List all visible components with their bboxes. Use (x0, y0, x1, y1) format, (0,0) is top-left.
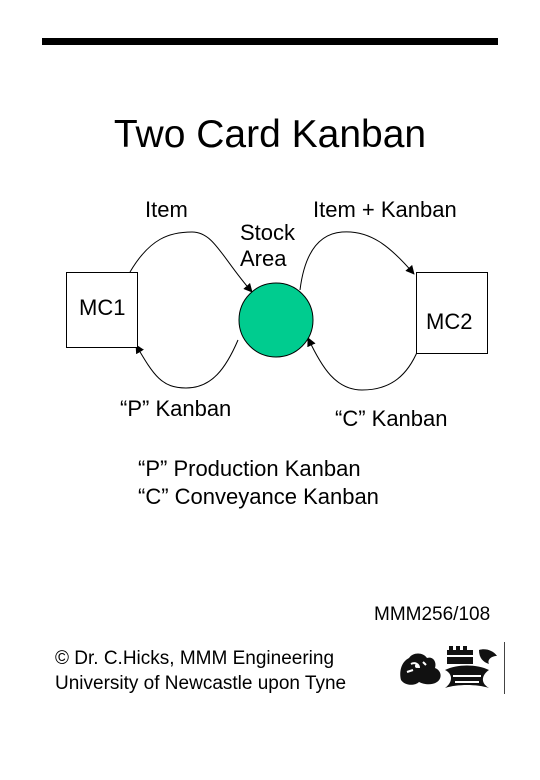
top-rule (42, 38, 498, 45)
page-title: Two Card Kanban (113, 113, 427, 156)
c-kanban-label: “C” Kanban (335, 406, 448, 431)
stock-area-circle (238, 282, 314, 358)
university-lion-crest-icon (393, 642, 505, 694)
mc2-label: MC2 (426, 309, 473, 334)
arrow-mc2-to-stock (307, 337, 419, 391)
mc1-label: MC1 (79, 295, 126, 320)
machine-mc2: MC2 (416, 272, 488, 354)
machine-mc1: MC1 (66, 272, 138, 348)
legend-production: “P” Production Kanban (138, 456, 361, 481)
slide-reference: MMM256/108 (374, 604, 491, 625)
p-kanban-label: “P” Kanban (120, 396, 232, 421)
arrow-mc1-to-stock (129, 231, 253, 293)
area-label: Area (240, 246, 287, 271)
credit-line-1: © Dr. C.Hicks, MMM Engineering (55, 648, 335, 669)
credit: © Dr. C.Hicks, MMM Engineering Universit… (55, 646, 346, 696)
legend: “P” Production Kanban “C” Conveyance Kan… (138, 455, 379, 511)
item-label: Item (145, 197, 188, 222)
item-kanban-label: Item + Kanban (313, 197, 457, 222)
arrow-stock-to-mc2 (299, 231, 415, 291)
legend-conveyance: “C” Conveyance Kanban (138, 484, 379, 509)
credit-line-2: University of Newcastle upon Tyne (55, 673, 347, 694)
stock-label: Stock (240, 220, 296, 245)
arrow-stock-to-mc1 (135, 339, 239, 389)
